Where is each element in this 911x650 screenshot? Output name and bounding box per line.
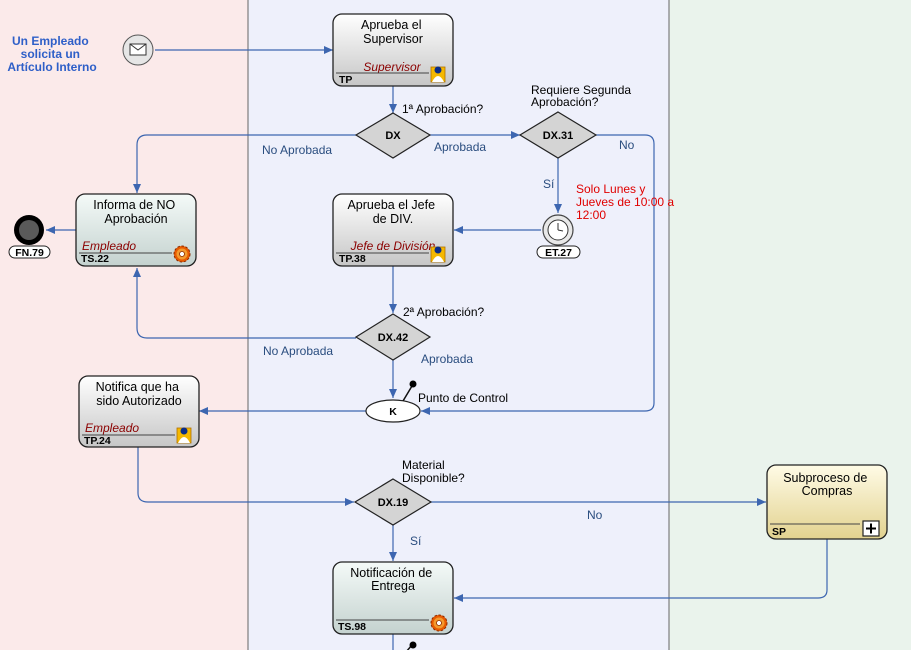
task-notificacion-entrega[interactable]: Notificación de Entrega TS.98 (332, 561, 454, 635)
task-code: TS.22 (81, 253, 109, 265)
task-title-line: de DIV. (373, 212, 414, 226)
timer-note-line: Jueves de 10:00 a (576, 195, 674, 209)
timer-code: ET.27 (545, 247, 572, 259)
task-title-line: Notifica que ha (96, 380, 179, 394)
gateway-code: DX (385, 130, 401, 142)
task-title: Notificación de Entrega (350, 566, 435, 593)
edge-label-dx31-no: No (619, 138, 635, 152)
start-label-line: Un Empleado (12, 34, 89, 48)
start-label-line: Artículo Interno (7, 60, 96, 74)
gateway-question: 2ª Aprobación? (403, 305, 484, 319)
expand-plus-icon[interactable] (862, 520, 880, 537)
pin-icon (406, 641, 417, 650)
edge-label-dx42-no: No Aprobada (263, 344, 333, 358)
task-code: TP (339, 74, 352, 86)
task-title-line: Aprobación (104, 212, 167, 226)
gateway-dx[interactable]: DX (354, 112, 432, 159)
gateway-question-line: Material (402, 458, 445, 472)
start-event-label: Un Empleado solicita un Artículo Interno (7, 34, 96, 74)
task-title-line: Subproceso de (783, 471, 867, 485)
gateway-dx31[interactable]: DX.31 (518, 111, 598, 159)
task-title-line: sido Autorizado (96, 394, 182, 408)
gateway-code: DX.42 (378, 332, 409, 344)
end-event-code: FN.79 (15, 247, 44, 259)
task-title: Subproceso de Compras (783, 471, 871, 498)
task-title-line: Supervisor (363, 32, 423, 46)
lane-compras (669, 0, 911, 650)
clock-icon (547, 219, 569, 241)
task-notifica-autorizado[interactable]: Notifica que ha sido Autorizado Empleado… (78, 375, 200, 448)
task-code: TS.98 (338, 621, 366, 633)
task-title-line: Aprueba el (361, 18, 421, 32)
subprocess-compras[interactable]: Subproceso de Compras SP (766, 464, 888, 540)
task-code: SP (772, 526, 786, 538)
user-icon (176, 427, 192, 444)
gear-icon (173, 245, 191, 263)
gateway-question-line: Requiere Segunda (531, 83, 631, 97)
lane-supervisor (248, 0, 669, 650)
task-title: Notifica que ha sido Autorizado (96, 380, 183, 408)
task-role: Supervisor (363, 60, 421, 74)
task-role: Empleado (85, 421, 139, 435)
edge-label-dx19-yes: Sí (410, 534, 422, 548)
control-point-code: K (389, 406, 397, 418)
gateway-question-line: Disponible? (402, 471, 465, 485)
lane-empleado (0, 0, 248, 650)
edge-label-dx31-yes: Sí (543, 177, 555, 191)
gateway-code: DX.31 (543, 130, 574, 142)
timer-note-line: Solo Lunes y (576, 182, 645, 196)
task-code: TP.38 (339, 253, 366, 265)
gateway-code: DX.19 (378, 497, 409, 509)
edge-subproceso-to-entrega (454, 539, 828, 602)
gateway-dx42[interactable]: DX.42 (354, 313, 432, 361)
edge-dx-no (133, 134, 356, 193)
envelope-icon (129, 43, 147, 56)
gear-icon (430, 614, 448, 632)
gateway-question: 1ª Aprobación? (402, 102, 483, 116)
task-aprueba-jefe-div[interactable]: Aprueba el Jefe de DIV. Jefe de División… (332, 193, 454, 267)
task-aprueba-supervisor[interactable]: Aprueba el Supervisor Supervisor TP (332, 13, 454, 87)
edge-label-dx42-yes: Aprobada (421, 352, 473, 366)
timer-event[interactable] (542, 214, 574, 246)
gateway-question-line: Aprobación? (531, 95, 599, 109)
timer-code-tag: ET.27 (536, 245, 581, 259)
gateway-dx19[interactable]: DX.19 (353, 478, 433, 526)
timer-note: Solo Lunes y Jueves de 10:00 a 12:00 (576, 182, 677, 222)
user-icon (430, 246, 446, 263)
gateway-question: Requiere Segunda Aprobación? (531, 83, 634, 109)
start-event[interactable] (122, 34, 154, 66)
user-icon (430, 66, 446, 83)
task-title-line: Aprueba el Jefe (347, 198, 435, 212)
timer-note-line: 12:00 (576, 208, 606, 222)
task-title: Aprueba el Supervisor (361, 18, 425, 46)
task-role: Empleado (82, 239, 136, 253)
task-title-line: Entrega (371, 579, 415, 593)
edge-dx42-no (133, 268, 356, 339)
task-informa-no-aprobacion[interactable]: Informa de NO Aprobación Empleado TS.22 (75, 193, 197, 267)
start-label-line: solicita un (21, 47, 80, 61)
task-title: Aprueba el Jefe de DIV. (347, 198, 438, 226)
task-title-line: Compras (802, 484, 853, 498)
task-title-line: Informa de NO (93, 198, 175, 212)
task-title-line: Notificación de (350, 566, 432, 580)
gateway-question: Material Disponible? (402, 458, 465, 485)
pin-icon (402, 380, 417, 402)
task-role: Jefe de División (350, 239, 436, 253)
control-point-label: Punto de Control (418, 391, 508, 405)
end-event-code-tag: FN.79 (8, 245, 51, 259)
task-code: TP.24 (84, 435, 111, 447)
end-event[interactable] (14, 215, 44, 245)
edge-notifica-to-dx19 (137, 447, 354, 506)
control-point[interactable]: K (365, 399, 421, 423)
edge-label-dx-yes: Aprobada (434, 140, 486, 154)
task-title: Informa de NO Aprobación (93, 198, 178, 226)
edge-label-dx19-no: No (587, 508, 603, 522)
edge-dx31-no (421, 134, 655, 415)
edge-label-dx-no: No Aprobada (262, 143, 332, 157)
